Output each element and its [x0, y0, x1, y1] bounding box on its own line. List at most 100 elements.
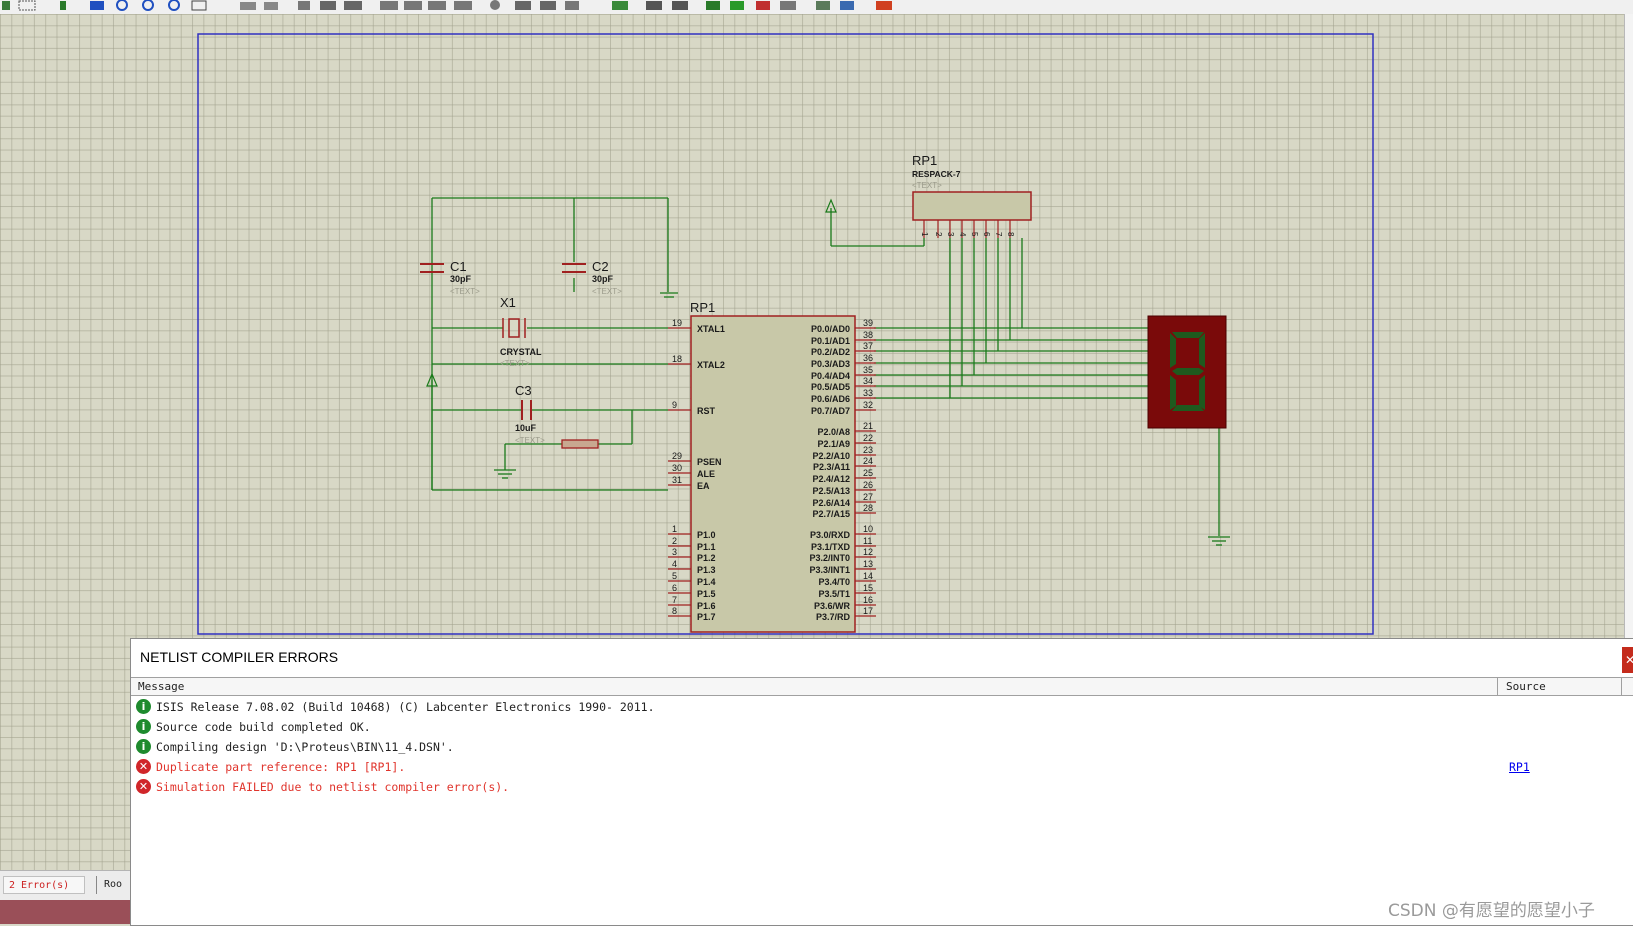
- pin-name: P3.0/RXD: [810, 530, 851, 540]
- block-copy-icon[interactable]: [380, 1, 398, 10]
- microcontroller-u1[interactable]: RP1 19XTAL118XTAL29RST29PSEN30ALE31EA1P1…: [668, 300, 876, 633]
- pin-number: 10: [863, 524, 873, 534]
- seven-segment-display[interactable]: [1147, 315, 1227, 429]
- x1-ref: X1: [500, 295, 516, 310]
- c1-value: 30pF: [450, 274, 472, 284]
- toolbar-icons[interactable]: [0, 0, 900, 13]
- error-icon: ✕: [136, 779, 151, 794]
- wire-autoroute-icon[interactable]: [612, 1, 628, 10]
- pin-name: ALE: [697, 469, 715, 479]
- pin-number: 36: [863, 353, 873, 363]
- root-sheet-label: Roo: [96, 876, 130, 894]
- add-sheet-icon[interactable]: [730, 1, 744, 10]
- schematic-svg[interactable]: C1 30pF <TEXT> C2 30pF <TEXT> X1 CRYSTAL…: [0, 14, 1633, 924]
- pin-number: 19: [672, 318, 682, 328]
- make-device-icon[interactable]: [515, 1, 531, 10]
- message-text: Source code build completed OK.: [156, 720, 371, 734]
- bom-icon[interactable]: [816, 1, 830, 10]
- copy-icon[interactable]: [320, 1, 336, 10]
- crystal-x1[interactable]: X1 CRYSTAL <TEXT>: [500, 295, 542, 368]
- erc-icon[interactable]: [840, 1, 854, 10]
- pin-name: RST: [697, 406, 716, 416]
- netlist-to-ares-icon[interactable]: [876, 1, 892, 10]
- zoom-all-icon[interactable]: [168, 0, 180, 11]
- pin-number: 6: [672, 583, 677, 593]
- goto-parent-icon[interactable]: [780, 1, 796, 10]
- toolbar-icon[interactable]: [60, 1, 66, 10]
- right-scroll-strip[interactable]: [1624, 14, 1633, 924]
- pin-number: 5: [970, 232, 979, 237]
- cut-icon[interactable]: [298, 1, 310, 10]
- block-delete-icon[interactable]: [454, 1, 472, 10]
- close-icon[interactable]: ✕: [1622, 647, 1633, 673]
- remove-sheet-icon[interactable]: [756, 1, 770, 10]
- pin-name: P1.2: [697, 553, 716, 563]
- error-count-indicator[interactable]: 2 Error(s): [3, 876, 85, 894]
- block-move-icon[interactable]: [404, 1, 422, 10]
- undo-icon[interactable]: [240, 2, 256, 10]
- pin-number: 32: [863, 400, 873, 410]
- source-link[interactable]: RP1: [1509, 760, 1530, 774]
- mcu-left-pins: 19XTAL118XTAL29RST29PSEN30ALE31EA1P1.02P…: [668, 318, 725, 622]
- toolbar-icon[interactable]: [90, 1, 104, 10]
- c3-text-placeholder: <TEXT>: [515, 436, 545, 445]
- pin-name: PSEN: [697, 457, 722, 467]
- pin-number: 5: [672, 571, 677, 581]
- pin-number: 14: [863, 571, 873, 581]
- pin-number: 31: [672, 475, 682, 485]
- pin-number: 4: [672, 559, 677, 569]
- capacitor-c1[interactable]: C1 30pF <TEXT>: [420, 259, 480, 296]
- c3-value: 10uF: [515, 423, 537, 433]
- packaging-icon[interactable]: [540, 1, 556, 10]
- rp1-ref: RP1: [912, 153, 937, 168]
- resistor[interactable]: [561, 439, 599, 449]
- redo-icon[interactable]: [264, 2, 278, 10]
- mcu-ref: RP1: [690, 300, 715, 315]
- pick-device-icon[interactable]: [490, 0, 500, 10]
- pin-name: EA: [697, 481, 710, 491]
- pin-name: P0.4/AD4: [811, 371, 850, 381]
- c3-ref: C3: [515, 383, 532, 398]
- zoom-area-icon[interactable]: [191, 0, 207, 11]
- pin-name: P2.1/A9: [817, 439, 850, 449]
- pin-number: 18: [672, 354, 682, 364]
- pin-name: P2.2/A10: [812, 451, 850, 461]
- pin-number: 39: [863, 318, 873, 328]
- pin-number: 4: [958, 232, 967, 237]
- column-divider[interactable]: [1497, 678, 1498, 695]
- pin-number: 8: [672, 606, 677, 616]
- pin-name: P0.2/AD2: [811, 347, 850, 357]
- new-sheet-icon[interactable]: [706, 1, 720, 10]
- column-divider[interactable]: [1621, 678, 1622, 695]
- decompose-icon[interactable]: [565, 1, 579, 10]
- zoom-out-icon[interactable]: [142, 0, 154, 11]
- pin-name: P1.1: [697, 542, 716, 552]
- pin-number: 27: [863, 492, 873, 502]
- message-text: Compiling design 'D:\Proteus\BIN\11_4.DS…: [156, 740, 454, 754]
- toolbar: [0, 0, 1633, 15]
- pin-number: 11: [863, 536, 872, 546]
- capacitor-c2[interactable]: C2 30pF <TEXT>: [562, 259, 622, 296]
- message-row[interactable]: ✕Simulation FAILED due to netlist compil…: [136, 777, 1631, 797]
- column-header-source[interactable]: Source: [1506, 680, 1546, 693]
- paste-icon[interactable]: [344, 1, 362, 10]
- pin-number: 3: [946, 232, 955, 237]
- search-tag-icon[interactable]: [646, 1, 662, 10]
- pin-number: 22: [863, 433, 873, 443]
- capacitor-c3[interactable]: C3 10uF <TEXT>: [515, 383, 545, 445]
- pin-name: P3.7/RD: [816, 612, 851, 622]
- block-rotate-icon[interactable]: [428, 1, 446, 10]
- c2-text-placeholder: <TEXT>: [592, 287, 622, 296]
- message-row[interactable]: ✕Duplicate part reference: RP1 [RP1].RP1: [136, 757, 1631, 777]
- schematic-canvas[interactable]: C1 30pF <TEXT> C2 30pF <TEXT> X1 CRYSTAL…: [0, 14, 1633, 924]
- toolbar-icon[interactable]: [18, 0, 36, 11]
- property-assign-icon[interactable]: [672, 1, 688, 10]
- toolbar-icon[interactable]: [2, 1, 10, 10]
- column-header-message[interactable]: Message: [138, 680, 185, 693]
- pin-name: P0.5/AD5: [811, 382, 850, 392]
- zoom-in-icon[interactable]: [116, 0, 128, 11]
